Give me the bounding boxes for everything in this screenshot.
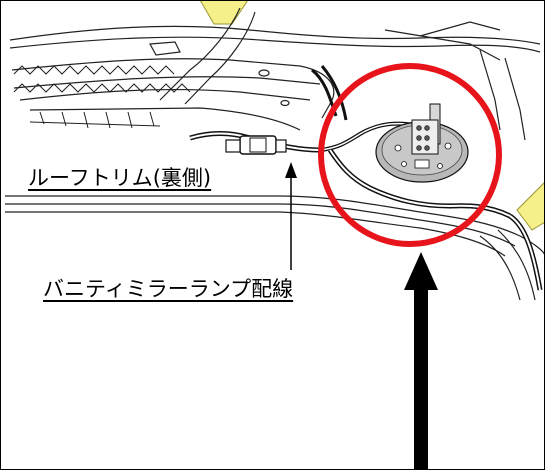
roof-vent-grille: [13, 65, 191, 129]
caution-marker-top: [199, 0, 249, 25]
direction-arrow: [404, 252, 438, 470]
roof-structure-lines: [9, 7, 541, 141]
wiring-leader-arrow: [285, 162, 297, 270]
highlight-circle: [318, 63, 502, 247]
caution-marker-right: [516, 181, 545, 231]
vanity-mirror-lamp-wiring-label: バニティミラーランプ配線: [41, 276, 296, 302]
vanity-mirror-lamp-socket: [375, 103, 469, 183]
wiring-connector: [225, 135, 287, 155]
vanity-mirror-lamp-wiring-harness: [189, 65, 543, 291]
roof-trim-label: ルーフトリム(裏側): [26, 165, 214, 191]
